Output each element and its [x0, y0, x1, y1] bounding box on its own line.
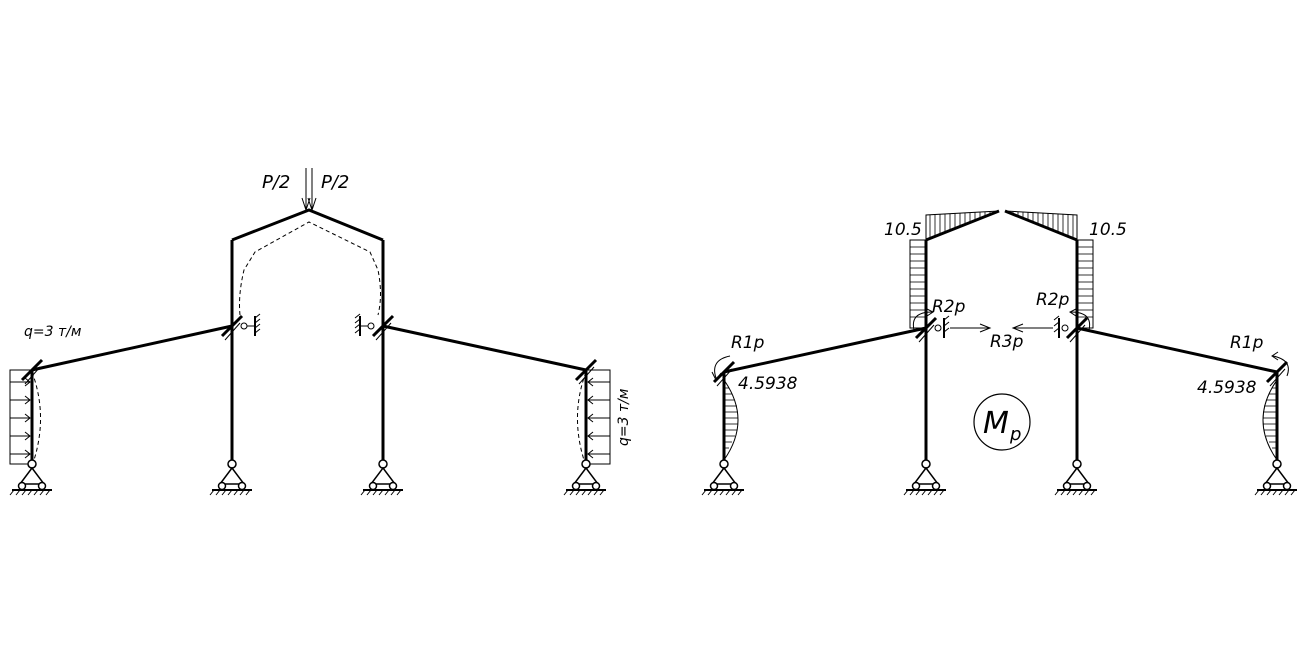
right-beam-right	[1076, 326, 1278, 374]
right-moment-diagram: 10.5 10.5 R2p R2p R1p R1p R3p 4.5938 4.5…	[701, 209, 1297, 496]
right-link-support-right	[1053, 315, 1069, 338]
diagram-title: M	[983, 406, 1009, 441]
right-clamp-rc-b	[1269, 368, 1286, 387]
right-link-support-left	[934, 315, 950, 338]
dist-load-label-left: q=3 т/м	[24, 324, 82, 340]
r2p-arc-right	[1070, 311, 1091, 331]
right-clamp-rc	[1265, 360, 1289, 384]
right-clamp-ic-b	[918, 324, 935, 343]
moment-label-top-right: 10.5	[1089, 220, 1127, 240]
right-support-4	[1254, 459, 1297, 496]
right-support-2	[903, 459, 946, 496]
left-distributed-load-right	[585, 369, 611, 465]
moment-rafter-right	[1004, 210, 1078, 241]
diagram-title-circle	[973, 393, 1031, 451]
r2p-arc-left	[912, 311, 933, 331]
moment-column-inner-right	[1076, 239, 1094, 329]
left-link-support-left	[240, 313, 261, 336]
left-support-2	[209, 459, 252, 496]
r3p-arrows	[950, 323, 1053, 333]
reaction-label-r1p-right: R1p	[1230, 333, 1264, 353]
r1p-arc-right	[1272, 355, 1289, 377]
r1p-arc-right-head	[1271, 351, 1279, 361]
moment-label-right-column: 4.5938	[1197, 378, 1257, 398]
left-clamp-ir	[371, 314, 395, 338]
left-clamp-ic-b	[224, 322, 241, 341]
left-distributed-load-left	[9, 369, 33, 465]
right-support-3	[1054, 459, 1097, 496]
left-link-support-right	[354, 313, 375, 336]
right-clamp-ic	[914, 316, 938, 340]
left-beam-left	[31, 324, 233, 372]
moment-label-left-column: 4.5938	[738, 374, 798, 394]
right-clamp-lc-b	[716, 368, 733, 387]
left-beam-right	[382, 324, 587, 372]
diagram-title-subscript: p	[1009, 424, 1021, 445]
moment-label-top-left: 10.5	[884, 220, 922, 240]
r2p-arc-left-head	[926, 308, 934, 317]
reaction-label-r1p-left: R1p	[731, 333, 765, 353]
right-clamp-ir	[1065, 316, 1089, 340]
right-clamp-ir-b	[1069, 324, 1086, 343]
r2p-arc-right-head	[1069, 308, 1077, 317]
left-deflection-dashed-roof	[239, 221, 381, 316]
right-beam-left	[723, 326, 927, 374]
left-frame-diagram: P/2 P/2 q=3 т/м q=3 т/м	[9, 168, 632, 496]
moment-column-inner-left	[909, 239, 927, 329]
left-clamp-ir-b	[375, 322, 392, 341]
moment-column-outer-left	[723, 379, 739, 461]
left-support-3	[360, 459, 403, 496]
load-label-right: P/2	[321, 172, 349, 193]
left-gable-roof	[231, 208, 384, 242]
reaction-label-r3p: R3p	[990, 332, 1024, 352]
left-deflection-dashed-col-left	[31, 371, 41, 461]
load-label-left: P/2	[262, 172, 290, 193]
reaction-label-r2p-right: R2p	[1036, 290, 1070, 310]
right-support-1	[701, 459, 744, 496]
left-support-4	[563, 459, 606, 496]
moment-column-outer-right	[1262, 379, 1278, 461]
dist-load-label-right: q=3 т/м	[616, 388, 632, 446]
left-clamp-ic	[220, 314, 244, 338]
left-support-1	[9, 459, 52, 496]
reaction-label-r2p-left: R2p	[932, 297, 966, 317]
left-deflection-dashed-col-right	[577, 371, 587, 461]
r1p-arc-left-head	[711, 371, 722, 381]
r1p-arc-left	[714, 355, 731, 379]
left-point-load-arrows	[301, 168, 317, 212]
moment-rafter-left	[925, 210, 1000, 241]
